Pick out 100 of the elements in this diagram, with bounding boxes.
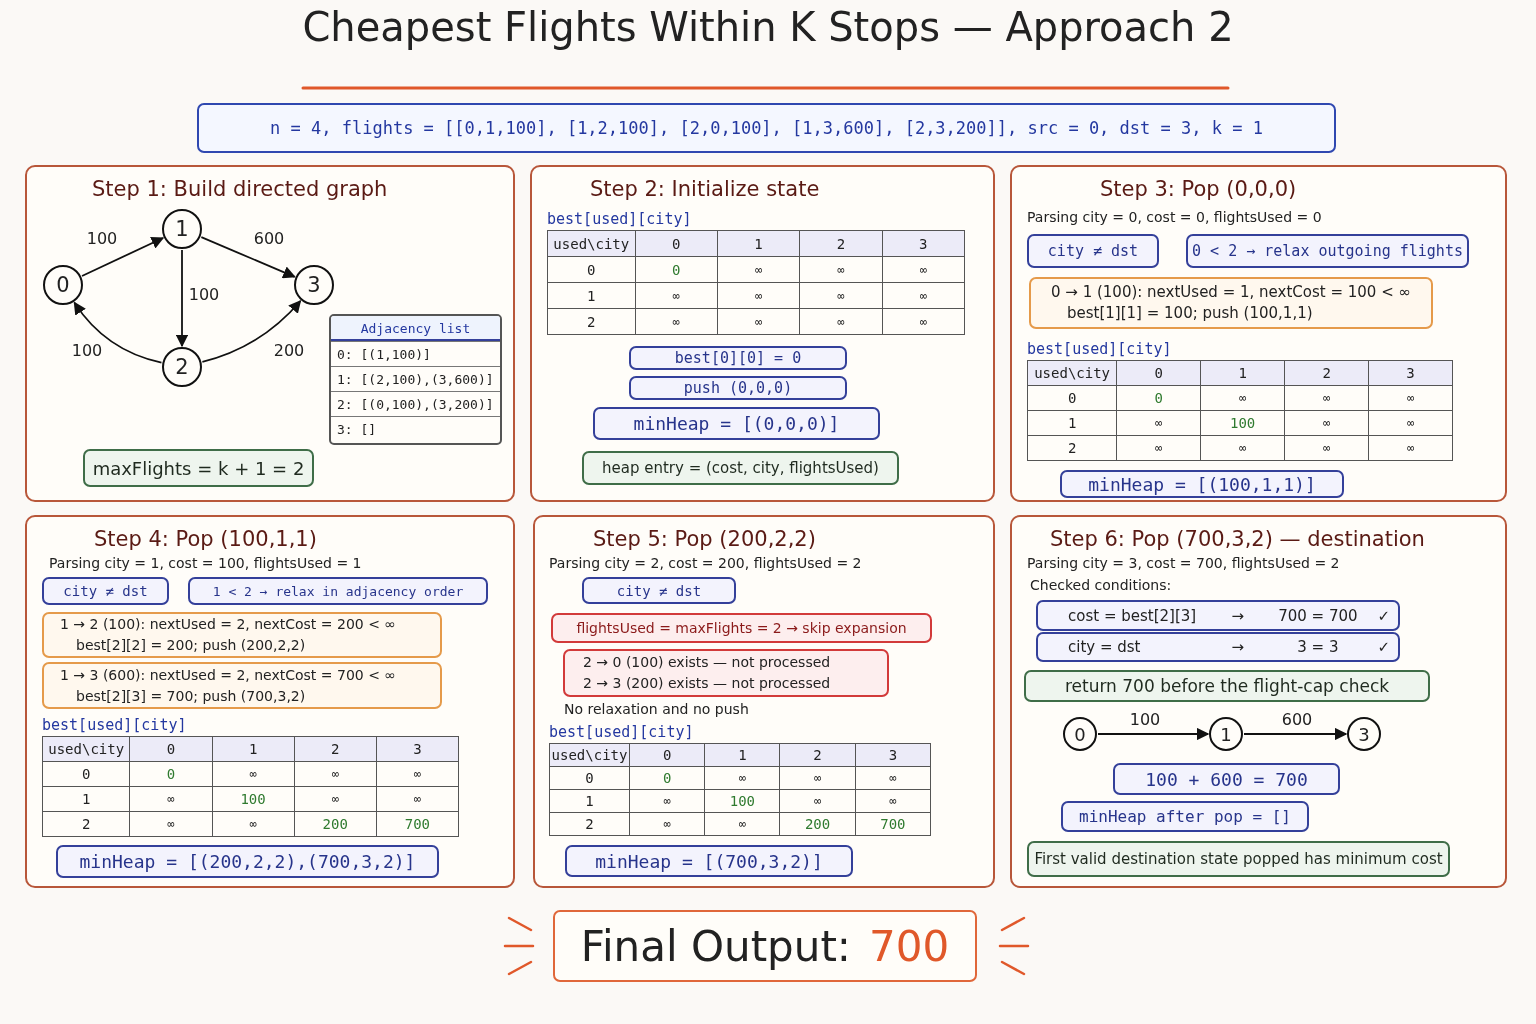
header-cell: 2 bbox=[779, 743, 856, 767]
arrow-symbol: → bbox=[1230, 638, 1245, 656]
header-cell: 1 bbox=[212, 736, 295, 762]
header-cell: used\city bbox=[1027, 360, 1117, 386]
table-cell: ∞ bbox=[129, 811, 212, 837]
city-node: 1 bbox=[1209, 717, 1243, 751]
table-cell: ∞ bbox=[629, 789, 705, 813]
table-cell: ∞ bbox=[294, 786, 377, 812]
table-cell: 100 bbox=[704, 789, 780, 813]
condition-box bbox=[1036, 632, 1400, 662]
table-cell: 1 bbox=[42, 786, 130, 812]
check-mark: ✓ bbox=[1376, 638, 1392, 656]
note-box: heap entry = (cost, city, flightsUsed) bbox=[582, 451, 899, 485]
step-text: best[2][2] = 200; push (200,2,2) bbox=[76, 636, 306, 655]
adjacency-list bbox=[329, 314, 502, 445]
step-panel bbox=[1010, 165, 1507, 502]
table-cell: 1 bbox=[1027, 410, 1117, 436]
check-mark: ✓ bbox=[1376, 606, 1392, 625]
parsing-text: Parsing city = 0, cost = 0, flightsUsed = 0 bbox=[1027, 209, 1322, 225]
table-cell: ∞ bbox=[704, 812, 780, 836]
table-cell: ∞ bbox=[1368, 435, 1453, 461]
table-cell: ∞ bbox=[779, 789, 856, 813]
step-panel bbox=[1010, 515, 1507, 888]
table-cell: ∞ bbox=[799, 282, 883, 309]
step-panel bbox=[25, 165, 515, 502]
table-cell: 1 bbox=[547, 282, 636, 309]
table-cell: ∞ bbox=[1116, 410, 1201, 436]
panel-title: Step 6: Pop (700,3,2) — destination bbox=[1050, 527, 1425, 551]
header-cell: 3 bbox=[855, 743, 931, 767]
state-box: best[0][0] = 0 bbox=[629, 346, 847, 370]
step-text: 1 → 3 (600): nextUsed = 2, nextCost = 700 < ∞ bbox=[60, 665, 396, 685]
note-text: No relaxation and no push bbox=[564, 701, 749, 717]
list-row: 0: [(1,100)] bbox=[331, 341, 500, 366]
arrow bbox=[73, 301, 163, 364]
panel-title: Step 1: Build directed graph bbox=[92, 177, 388, 201]
table-cell: 0 bbox=[629, 766, 705, 790]
panel-title: Step 2: Initialize state bbox=[590, 177, 820, 201]
result-box bbox=[553, 910, 977, 982]
header-cell: 1 bbox=[1200, 360, 1285, 386]
table-cell: 1 bbox=[549, 789, 630, 813]
city-node: 0 bbox=[1063, 717, 1097, 751]
arrow bbox=[81, 237, 165, 277]
table-cell: ∞ bbox=[212, 811, 295, 837]
table-cell: ∞ bbox=[129, 786, 212, 812]
step-text: best[1][1] = 100; push (100,1,1) bbox=[1067, 303, 1313, 324]
note-box bbox=[563, 649, 889, 697]
table-cell: 0 bbox=[42, 761, 130, 787]
header-cell: 0 bbox=[635, 230, 718, 257]
table-cell: ∞ bbox=[717, 308, 800, 335]
table-cell: ∞ bbox=[1200, 385, 1285, 411]
city-node: 2 bbox=[162, 347, 202, 387]
warning-box: flightsUsed = maxFlights = 2 → skip expansion bbox=[551, 613, 932, 643]
table-cell: ∞ bbox=[376, 786, 459, 812]
city-node: 3 bbox=[1347, 717, 1381, 751]
header-cell: 3 bbox=[1368, 360, 1453, 386]
condition-box bbox=[1036, 600, 1400, 631]
table-title: best[used][city] bbox=[42, 716, 187, 736]
table-cell: ∞ bbox=[635, 282, 718, 309]
parsing-text: Parsing city = 3, cost = 700, flightsUsed = 2 bbox=[1027, 555, 1340, 571]
note-box bbox=[42, 662, 442, 709]
table-cell: ∞ bbox=[1116, 435, 1201, 461]
table-cell: 2 bbox=[549, 812, 630, 836]
heap-box: minHeap = [(200,2,2),(700,3,2)] bbox=[56, 845, 439, 878]
table-cell: ∞ bbox=[882, 282, 965, 309]
arrow-symbol: → bbox=[1230, 606, 1245, 625]
table-cell: 2 bbox=[1027, 435, 1117, 461]
panel-title: Step 4: Pop (100,1,1) bbox=[94, 527, 317, 551]
parsing-text: Parsing city = 2, cost = 200, flightsUsed = 2 bbox=[549, 555, 862, 571]
header-cell: 1 bbox=[717, 230, 800, 257]
step-panel bbox=[25, 515, 515, 888]
table-cell: ∞ bbox=[635, 308, 718, 335]
condition-text: cost = best[2][3] bbox=[1068, 606, 1198, 625]
table-cell: ∞ bbox=[799, 256, 883, 283]
list-header: Adjacency list bbox=[331, 316, 500, 341]
table-cell: 700 bbox=[376, 811, 459, 837]
header-cell: used\city bbox=[42, 736, 130, 762]
heap-box: minHeap = [(700,3,2)] bbox=[565, 845, 853, 877]
arrow bbox=[201, 300, 302, 363]
equation-text: 3 = 3 bbox=[1296, 638, 1340, 656]
table-cell: 0 bbox=[547, 256, 636, 283]
header-cell: 3 bbox=[376, 736, 459, 762]
result-note-box: return 700 before the flight-cap check bbox=[1024, 670, 1430, 702]
arrow bbox=[1243, 727, 1348, 741]
condition-box: city ≠ dst bbox=[1027, 234, 1159, 268]
table-cell: ∞ bbox=[855, 766, 931, 790]
step-text: 1 → 2 (100): nextUsed = 2, nextCost = 200 < ∞ bbox=[60, 615, 396, 634]
table-cell: ∞ bbox=[779, 766, 856, 790]
table-cell: ∞ bbox=[1200, 435, 1285, 461]
header-cell: used\city bbox=[549, 743, 630, 767]
condition-box: city ≠ dst bbox=[582, 577, 736, 604]
table-cell: 2 bbox=[42, 811, 130, 837]
parsing-text: Parsing city = 1, cost = 100, flightsUsed = 1 bbox=[49, 555, 362, 571]
header-cell: 2 bbox=[294, 736, 377, 762]
header-cell: 0 bbox=[1116, 360, 1201, 386]
result-label: Final Output: bbox=[580, 921, 851, 971]
table-cell: 0 bbox=[635, 256, 718, 283]
panel-title: Step 5: Pop (200,2,2) bbox=[593, 527, 816, 551]
city-node: 0 bbox=[43, 265, 83, 305]
table-cell: ∞ bbox=[376, 761, 459, 787]
condition-box: city ≠ dst bbox=[42, 577, 169, 605]
